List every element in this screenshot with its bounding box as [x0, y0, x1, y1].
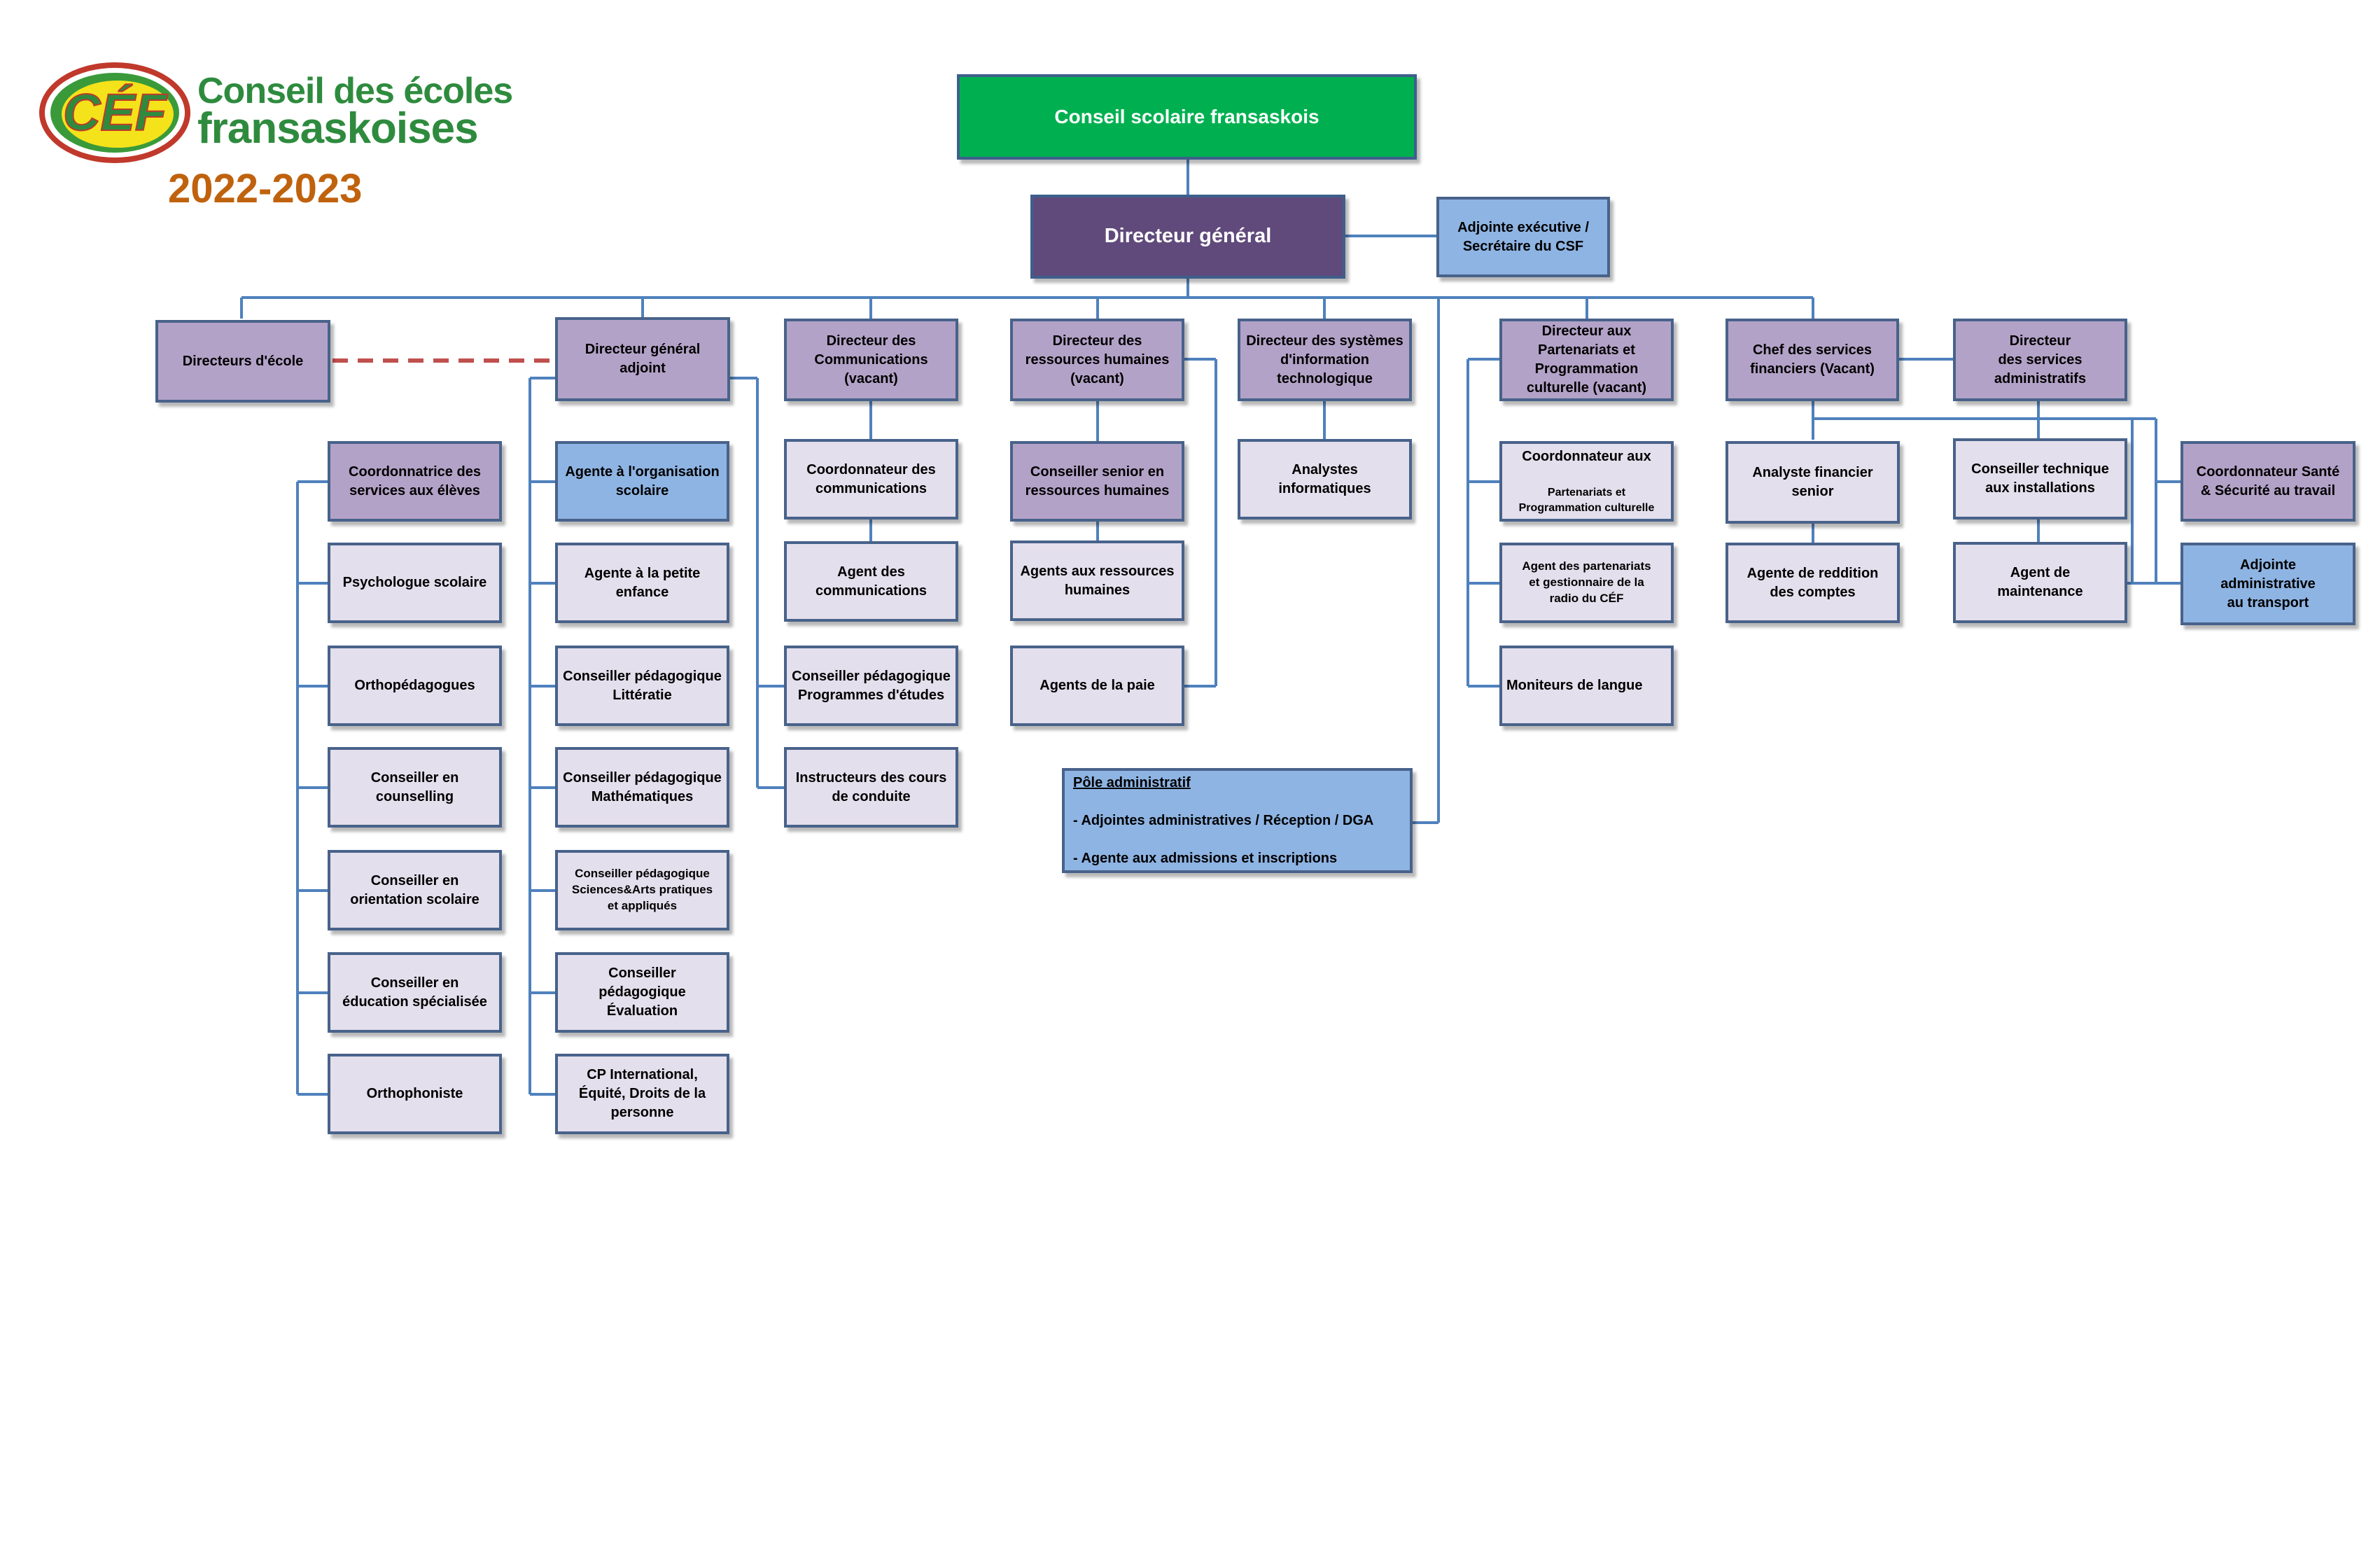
school-organization-agent-box: Agente à l'organisation scolaire: [555, 441, 729, 522]
cp-math-box: Conseiller pédagogique Mathématiques: [555, 747, 729, 828]
administrative-hub-line2: - Agente aux admissions et inscriptions: [1073, 850, 1338, 866]
coord-student-services-box: Coordonnatrice des services aux élèves: [328, 441, 502, 522]
deputy-director-general-box: Directeur général adjoint: [555, 317, 730, 401]
administrative-hub-title: Pôle administratif: [1073, 774, 1191, 790]
administrative-hub-box: Pôle administratif - Adjointes administr…: [1062, 768, 1413, 873]
school-orientation-advisor-box: Conseiller en orientation scolaire: [328, 850, 502, 930]
counselling-advisor-box: Conseiller en counselling: [328, 747, 502, 828]
partnerships-coordinator-label: Coordonnateur aux: [1522, 448, 1651, 464]
director-administrative-services-box: Directeur des services administratifs: [1953, 319, 2127, 401]
school-psychologist-box: Psychologue scolaire: [328, 543, 502, 623]
partnerships-coordinator-sublabel: Partenariats et Programmation culturelle: [1518, 486, 1655, 514]
cp-evaluation-box: Conseiller pédagogique Évaluation: [555, 952, 729, 1033]
cp-international-box: CP International, Équité, Droits de la p…: [555, 1054, 729, 1134]
speech-therapist-box: Orthophoniste: [328, 1054, 502, 1134]
it-analysts-box: Analystes informatiques: [1238, 439, 1412, 520]
director-hr-box: Directeur des ressources humaines (vacan…: [1010, 319, 1184, 401]
board-box: Conseil scolaire fransaskois: [957, 74, 1417, 160]
communications-coordinator-box: Coordonnateur des communications: [784, 439, 958, 520]
logo-title-line1: Conseil des écoles: [197, 71, 513, 111]
accountability-agent-box: Agente de reddition des comptes: [1726, 543, 1900, 623]
payroll-agents-box: Agents de la paie: [1010, 646, 1184, 726]
administrative-hub-line1: - Adjointes administratives / Réception …: [1073, 812, 1374, 828]
director-partnerships-box: Directeur aux Partenariats et Programmat…: [1499, 319, 1674, 401]
hr-agents-box: Agents aux ressources humaines: [1010, 541, 1184, 621]
chief-financial-services-box: Chef des services financiers (Vacant): [1726, 319, 1899, 401]
transport-administrative-assistant-box: Adjointe administrative au transport: [2180, 543, 2356, 625]
cef-logo: CÉF: [39, 62, 190, 163]
executive-assistant-box: Adjointe exécutive / Secrétaire du CSF: [1436, 197, 1610, 277]
orthopedagogues-box: Orthopédagogues: [328, 646, 502, 726]
partnerships-coordinator-box: Coordonnateur aux Partenariats et Progra…: [1499, 441, 1674, 522]
maintenance-agent-box: Agent de maintenance: [1953, 542, 2127, 623]
facilities-technical-advisor-box: Conseiller technique aux installations: [1953, 438, 2127, 520]
administrative-hub-content: Pôle administratif - Adjointes administr…: [1073, 755, 1373, 887]
communications-agent-box: Agent des communications: [784, 541, 958, 622]
director-communications-box: Directeur des Communications (vacant): [784, 319, 958, 401]
partnerships-coordinator-content: Coordonnateur aux Partenariats et Progra…: [1519, 428, 1655, 534]
health-safety-coordinator-box: Coordonnateur Santé & Sécurité au travai…: [2180, 441, 2356, 522]
early-childhood-agent-box: Agente à la petite enfance: [555, 543, 729, 623]
senior-financial-analyst-box: Analyste financier senior: [1726, 441, 1900, 524]
director-it-box: Directeur des systèmes d'information tec…: [1238, 319, 1412, 401]
school-directors-box: Directeurs d'école: [155, 320, 330, 403]
director-general-box: Directeur général: [1030, 195, 1345, 279]
cp-programs-box: Conseiller pédagogique Programmes d'étud…: [784, 646, 958, 726]
cp-sciences-arts-box: Conseiller pédagogique Sciences&Arts pra…: [555, 850, 729, 930]
cp-literacy-box: Conseiller pédagogique Littératie: [555, 646, 729, 726]
partnerships-agent-box: Agent des partenariats et gestionnaire d…: [1499, 543, 1674, 623]
year-label: 2022-2023: [168, 166, 363, 211]
special-education-advisor-box: Conseiller en éducation spécialisée: [328, 952, 502, 1033]
senior-hr-advisor-box: Conseiller senior en ressources humaines: [1010, 441, 1184, 522]
logo-mark-text: CÉF: [63, 83, 168, 141]
language-monitors-box: Moniteurs de langue: [1499, 646, 1674, 726]
logo-title-line2: fransaskoises: [197, 104, 479, 153]
driving-instructors-box: Instructeurs des cours de conduite: [784, 747, 958, 828]
